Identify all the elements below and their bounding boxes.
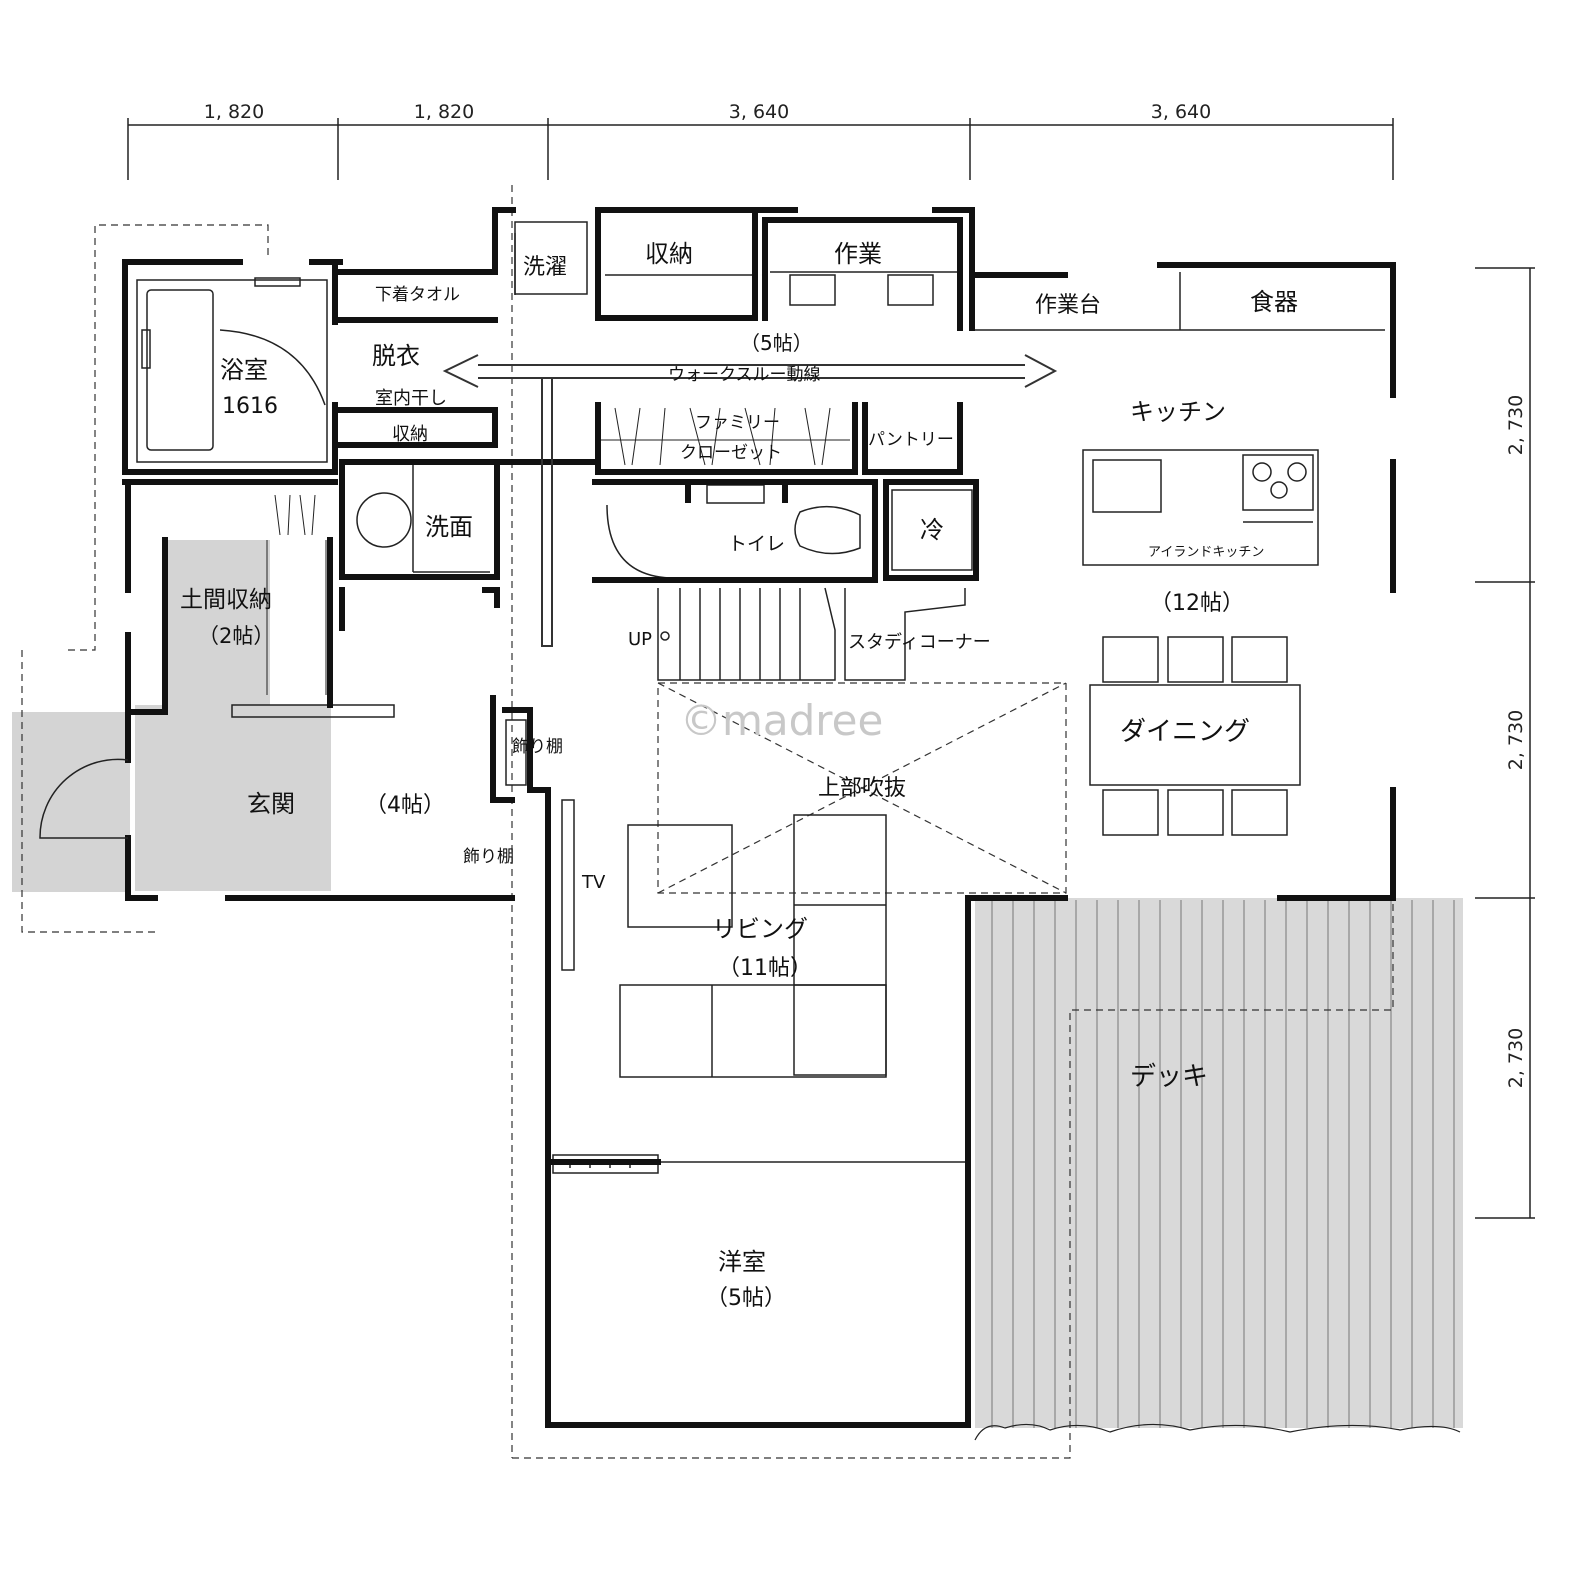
label-study-corner: スタディコーナー	[848, 632, 991, 653]
label-tableware: 食器	[1250, 288, 1298, 316]
dim-right-3: 2, 730	[1505, 1028, 1527, 1088]
label-family-closet-1: ファミリー	[695, 413, 780, 433]
label-deck: デッキ	[1130, 1062, 1208, 1092]
label-bath: 浴室	[220, 356, 268, 384]
entrance-floor-fill	[135, 705, 331, 891]
bathtub-basin	[146, 289, 214, 451]
entrance-porch-fill	[12, 712, 130, 892]
dining-table	[1089, 684, 1301, 786]
floor-fills	[12, 540, 1463, 1428]
dim-right-2: 2, 730	[1505, 710, 1527, 770]
label-laundry: 洗濯	[523, 255, 567, 280]
deck-boards	[991, 900, 1455, 1428]
label-work-counter: 作業台	[1035, 293, 1101, 318]
label-display-shelf-1: 飾り棚	[512, 737, 563, 757]
label-up: UP	[628, 629, 652, 650]
label-hall-size: （4帖）	[365, 793, 445, 818]
dashed-outlines	[21, 185, 1394, 1459]
label-display-shelf-2: 飾り棚	[463, 847, 514, 867]
label-island-kitchen: アイランドキッチン	[1148, 545, 1264, 560]
label-storage-top: 収納	[645, 240, 693, 268]
entrance-door	[39, 758, 129, 839]
label-fridge: 冷	[920, 516, 944, 544]
label-tv: TV	[581, 872, 606, 893]
armchair	[627, 824, 733, 928]
label-walkthrough-size: （5帖）	[740, 331, 813, 355]
doma-storage-fill	[168, 540, 270, 705]
stairs	[657, 587, 836, 681]
toilet-bowl	[794, 506, 861, 555]
deck-fill	[975, 898, 1463, 1428]
label-bath-size: 1616	[222, 394, 278, 419]
dim-top-3: 3, 640	[729, 101, 789, 123]
label-dining: ダイニング	[1120, 717, 1250, 747]
island-kitchen	[1082, 449, 1319, 566]
label-void-above: 上部吹抜	[818, 776, 906, 801]
room-labels: 浴室 1616 下着タオル 脱衣 室内干し 収納 洗濯 収納 作業 作業台 食器…	[180, 240, 1298, 1311]
label-family-closet-2: クローゼット	[680, 443, 782, 463]
label-entrance: 玄関	[247, 790, 295, 818]
label-pantry: パントリー	[868, 430, 954, 450]
fixtures	[136, 221, 1461, 1441]
label-kitchen-size: （12帖）	[1150, 591, 1244, 616]
dim-top-4: 3, 640	[1151, 101, 1211, 123]
label-western-room-size: （5帖）	[706, 1286, 786, 1311]
label-walkthrough: ウォークスルー動線	[668, 365, 821, 385]
label-dressing: 脱衣	[372, 342, 420, 370]
sofa-side	[793, 814, 887, 1076]
walkthrough-arrow	[442, 354, 1058, 647]
label-living-size: （11帖）	[718, 956, 812, 981]
label-storage-small: 収納	[392, 424, 428, 445]
label-living: リビング	[712, 915, 808, 943]
label-doma-storage: 土間収納	[180, 587, 272, 613]
walls	[122, 207, 1396, 1428]
dimension-lines	[127, 118, 1535, 1219]
watermark: ©madree	[680, 696, 883, 745]
dim-top-2: 1, 820	[414, 101, 474, 123]
label-washroom: 洗面	[425, 513, 473, 541]
label-indoor-drying: 室内干し	[375, 388, 447, 409]
label-western-room: 洋室	[718, 1248, 766, 1276]
dim-top-1: 1, 820	[204, 101, 264, 123]
hanger-lines-doma	[266, 494, 327, 695]
label-toilet: トイレ	[728, 533, 785, 555]
label-kitchen: キッチン	[1130, 398, 1226, 426]
hanger-lines-family-closet	[600, 407, 850, 466]
label-work-top: 作業	[834, 240, 882, 268]
bathtub	[136, 279, 328, 463]
washbasin	[356, 492, 412, 548]
label-doma-storage-size: （2帖）	[198, 624, 274, 648]
tv-unit	[561, 799, 575, 971]
sofa	[619, 984, 887, 1078]
label-underwear-towel: 下着タオル	[375, 285, 460, 305]
dim-right-1: 2, 730	[1505, 395, 1527, 455]
